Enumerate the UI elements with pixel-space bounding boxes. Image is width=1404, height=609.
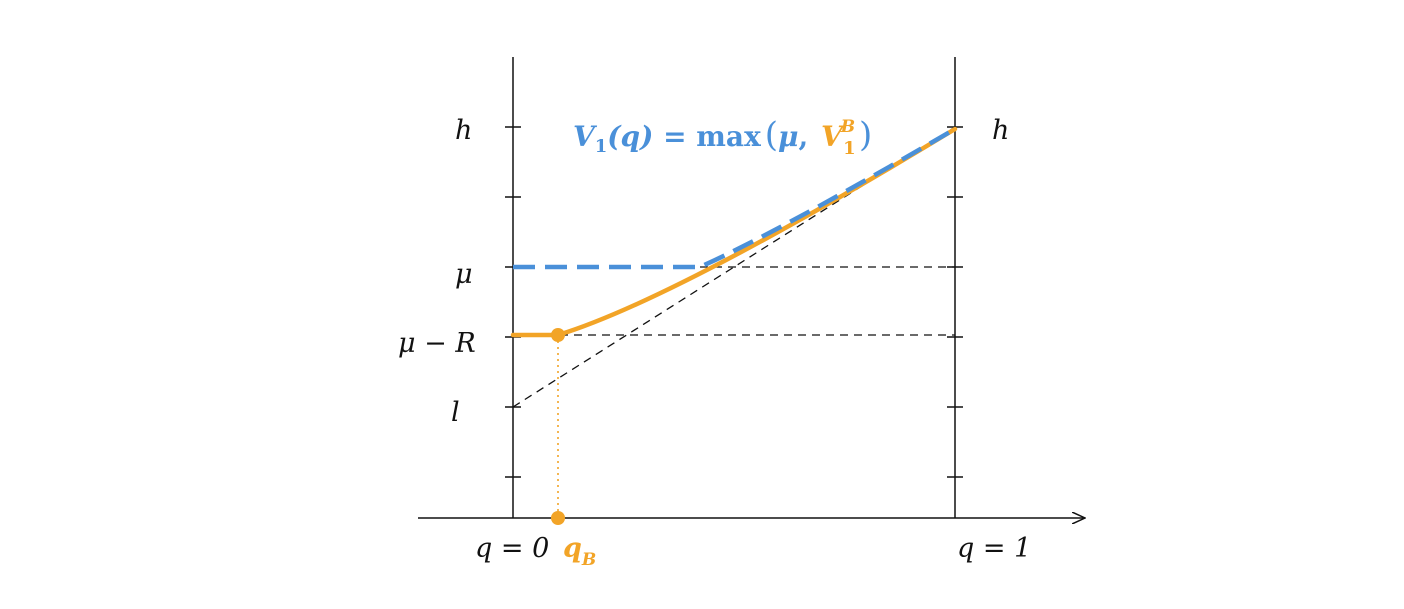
label-qb-sub: B [581, 550, 596, 570]
formula-v1b-sup: B [840, 117, 855, 137]
label-qb-main: q [563, 533, 582, 564]
formula-open: ( [765, 115, 778, 155]
label-q0: q = 0 [475, 533, 549, 564]
formula-mu: μ [778, 120, 799, 153]
formula-comma: , [799, 120, 809, 153]
label-q1: q = 1 [957, 533, 1031, 564]
label-h-left: h [455, 115, 472, 146]
formula-args: (q) = [607, 120, 696, 153]
label-mu: μ [455, 259, 473, 290]
label-l: l [451, 397, 460, 428]
v1-max-curve [513, 127, 957, 270]
formula-v1b-sub: 1 [843, 138, 856, 159]
qb-axis-point [551, 511, 565, 525]
v1b-curve [510, 126, 958, 338]
formula-lhs: V1(q) = max(μ, [573, 115, 808, 157]
label-h-right: h [992, 115, 1009, 146]
formula-v-sub: 1 [595, 136, 608, 157]
label-qb: qB [563, 533, 596, 570]
formula-v: V [573, 120, 598, 153]
qb-kink-point [551, 328, 565, 342]
formula-v1b-v: V [821, 120, 846, 153]
formula-max: max [696, 120, 761, 153]
right-axis-ticks [947, 126, 963, 478]
formula-close: ) [859, 115, 872, 155]
label-mu-minus-r: μ − R [398, 328, 476, 359]
